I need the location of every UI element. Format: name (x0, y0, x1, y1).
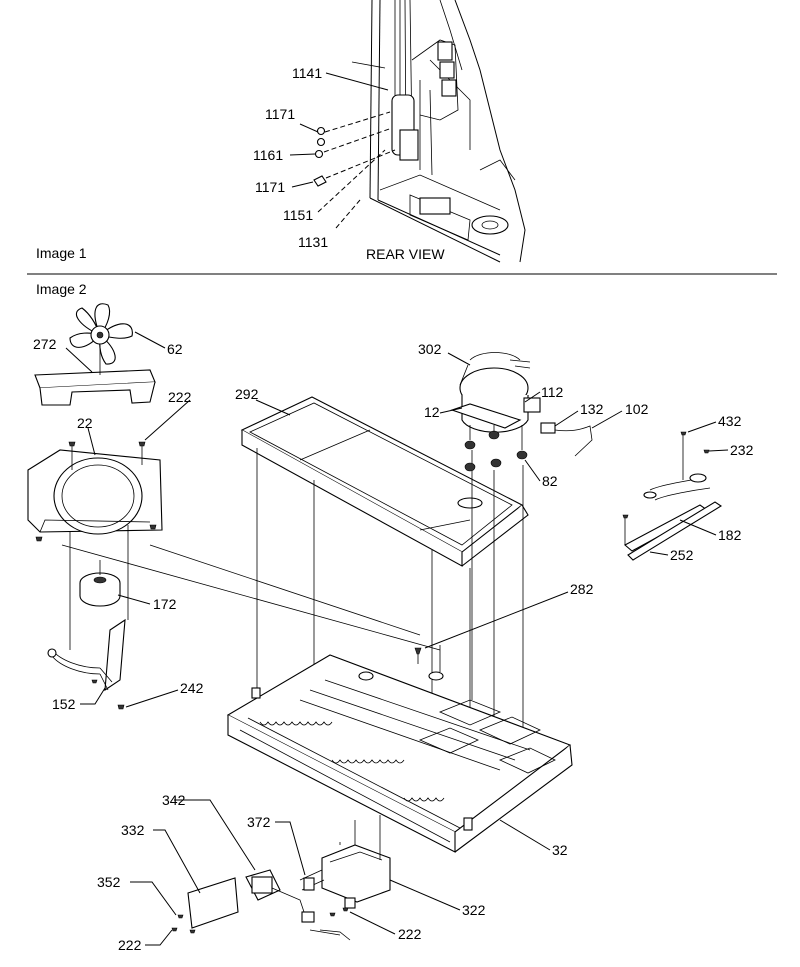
callout-1161: 1161 (253, 147, 283, 163)
base-pan-part (226, 654, 573, 853)
callout-12: 12 (424, 404, 440, 420)
condenser-tube-part (622, 431, 723, 561)
rear-view-drawing (313, 0, 526, 263)
callout-352: 352 (97, 874, 121, 890)
motor-bracket-part (47, 618, 126, 710)
callout-242: 242 (180, 680, 204, 696)
housing-screws (35, 441, 157, 542)
callout-292: 292 (235, 386, 259, 402)
rear-view-leaders (289, 72, 396, 229)
callout-232: 232 (730, 442, 754, 458)
drain-pan-part (240, 396, 529, 567)
compressor-part (450, 352, 593, 472)
callout-182: 182 (718, 527, 742, 543)
callout-82: 82 (542, 473, 558, 489)
fan-motor-part (79, 560, 121, 607)
callout-272: 272 (33, 336, 57, 352)
timer-bracket-part (171, 815, 391, 941)
callout-342: 342 (162, 792, 186, 808)
callout-222-fan: 222 (168, 389, 192, 405)
image1-title: Image 1 (36, 245, 87, 261)
callout-62: 62 (167, 341, 183, 357)
callout-1171-upper: 1171 (265, 106, 295, 122)
callout-222-bracket: 222 (398, 926, 422, 942)
callout-32: 32 (552, 842, 568, 858)
callout-432: 432 (718, 413, 742, 429)
callout-172: 172 (153, 596, 177, 612)
callout-1171-lower: 1171 (255, 179, 285, 195)
coil-ridges (259, 721, 445, 802)
callout-102: 102 (625, 401, 649, 417)
callout-302: 302 (418, 341, 442, 357)
callout-22: 22 (77, 415, 93, 431)
callout-132: 132 (580, 401, 604, 417)
fan-alignment-lines (61, 345, 441, 651)
screw-282-part (414, 647, 422, 664)
rear-view-caption: REAR VIEW (366, 246, 445, 262)
callout-112: 112 (541, 384, 564, 400)
callout-252: 252 (670, 547, 694, 563)
fan-housing-part (27, 449, 163, 535)
fan-blade-part (69, 303, 133, 365)
pan-alignment-lines (256, 448, 524, 815)
exploded-view-leaders (65, 331, 729, 946)
callout-322: 322 (462, 902, 486, 918)
callout-332: 332 (121, 822, 145, 838)
callout-1141: 1141 (292, 65, 322, 81)
image2-title: Image 2 (36, 281, 87, 297)
callout-372: 372 (247, 814, 271, 830)
callout-152: 152 (52, 696, 76, 712)
callout-1131: 1131 (298, 234, 328, 250)
shroud-bracket-part (34, 369, 156, 406)
callout-1151: 1151 (283, 207, 313, 223)
callout-222-timer: 222 (118, 937, 142, 953)
callout-282: 282 (570, 581, 594, 597)
